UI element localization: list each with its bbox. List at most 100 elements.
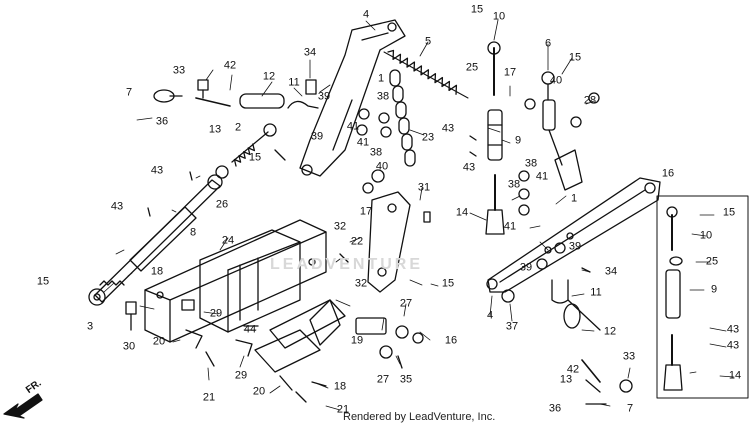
callout: 25 (465, 61, 479, 74)
callout: 12 (262, 70, 276, 83)
front-arrow-icon (3, 393, 43, 419)
callout: 39 (519, 261, 533, 274)
turnbuckle-drawing (485, 109, 505, 235)
callout: 24 (221, 234, 235, 247)
callout: 38 (524, 157, 538, 170)
callout: 17 (503, 66, 517, 79)
callout: 15 (568, 51, 582, 64)
footer-credit: Rendered by LeadVenture, Inc. (343, 411, 496, 423)
callout: 15 (722, 206, 736, 219)
callout: 39 (310, 130, 324, 143)
callout: 19 (350, 334, 364, 347)
callout: 38 (507, 178, 521, 191)
callout: 9 (514, 134, 522, 147)
callout: 33 (622, 350, 636, 363)
callout: 42 (223, 59, 237, 72)
callout: 29 (209, 307, 223, 320)
watermark: LEADVENTURE (270, 256, 424, 273)
callout: 10 (699, 229, 713, 242)
callout: 15 (441, 277, 455, 290)
callout: 15 (470, 3, 484, 16)
callout: 35 (399, 373, 413, 386)
callout: 42 (566, 363, 580, 376)
callout: 32 (333, 220, 347, 233)
callout: 7 (125, 86, 133, 99)
u-bolt-drawing (551, 279, 601, 383)
callout: 34 (604, 265, 618, 278)
callout: 5 (424, 35, 432, 48)
callout: 28 (583, 94, 597, 107)
adjuster-bolt-drawing (231, 123, 277, 167)
callout: 13 (559, 373, 573, 386)
callout: 10 (492, 10, 506, 23)
callout: 14 (455, 206, 469, 219)
callout: 36 (155, 115, 169, 128)
callout: 43 (150, 164, 164, 177)
callout: 43 (110, 200, 124, 213)
hitch-frame-drawing (144, 219, 346, 373)
callout: 1 (377, 72, 385, 85)
callout: 22 (350, 235, 364, 248)
callout: 34 (303, 46, 317, 59)
callout: 27 (376, 373, 390, 386)
callout: 11 (288, 76, 300, 89)
callout: 43 (726, 323, 740, 336)
callout: 43 (462, 161, 476, 174)
callout: 27 (399, 297, 413, 310)
callout: 38 (376, 90, 390, 103)
callout: 41 (503, 220, 517, 233)
callout: 25 (705, 255, 719, 268)
callout: 8 (189, 226, 197, 239)
callout: 20 (152, 335, 166, 348)
center-plate-drawing (367, 191, 411, 293)
callout: 11 (590, 286, 602, 299)
callout: 43 (726, 339, 740, 352)
callout: 9 (710, 283, 718, 296)
callout: 23 (421, 131, 435, 144)
callout: 15 (36, 275, 50, 288)
callout: 2 (234, 121, 242, 134)
lower-link-8-drawing (88, 174, 223, 306)
small-parts-drawing (125, 79, 633, 405)
callout: 40 (549, 74, 563, 87)
callout: 15 (248, 151, 262, 164)
callout: 29 (234, 369, 248, 382)
callout: 16 (661, 167, 675, 180)
callout: 41 (535, 170, 549, 183)
callout: 44 (243, 323, 257, 336)
callout: 14 (728, 369, 742, 382)
callout: 12 (603, 325, 617, 338)
callout: 17 (359, 205, 373, 218)
callout: 7 (626, 402, 634, 415)
callout: 6 (544, 37, 552, 50)
right-lower-arm-drawing (486, 177, 661, 293)
callout: 32 (354, 277, 368, 290)
callout: 13 (208, 123, 222, 136)
callout: 1 (570, 192, 578, 205)
callout: 37 (505, 320, 519, 333)
callout: 41 (356, 136, 370, 149)
callout: 20 (252, 385, 266, 398)
callout: 36 (548, 402, 562, 415)
vertical-bolt-drawing (487, 41, 501, 96)
callout: 4 (362, 8, 370, 21)
callout: 39 (317, 90, 331, 103)
callout: 30 (122, 340, 136, 353)
callout: 26 (215, 198, 229, 211)
adjuster-rod-drawing (541, 71, 583, 191)
callout: 31 (417, 181, 431, 194)
callout: 21 (336, 403, 350, 416)
callout: 33 (172, 64, 186, 77)
callout: 38 (369, 146, 383, 159)
callout: 18 (150, 265, 164, 278)
callout: 21 (202, 391, 216, 404)
callout: 4 (486, 309, 494, 322)
callout: 16 (444, 334, 458, 347)
spring-drawing (383, 49, 469, 99)
lift-arm-drawing (299, 19, 406, 177)
callout: 41 (346, 120, 360, 133)
callout: 40 (375, 160, 389, 173)
callout: 3 (86, 320, 94, 333)
